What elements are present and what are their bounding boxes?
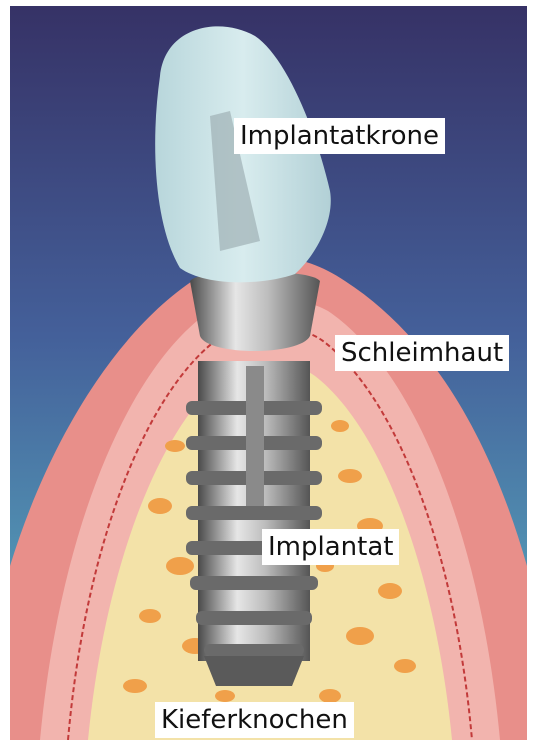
label-jaw-bone: Kieferknochen xyxy=(155,702,354,738)
label-implant: Implantat xyxy=(262,529,399,565)
implant-abutment xyxy=(190,271,320,351)
dental-implant-illustration xyxy=(10,6,527,740)
label-implant-crown: Implantatkrone xyxy=(234,118,445,154)
implant-screw xyxy=(186,361,322,686)
label-gum: Schleimhaut xyxy=(335,335,509,371)
